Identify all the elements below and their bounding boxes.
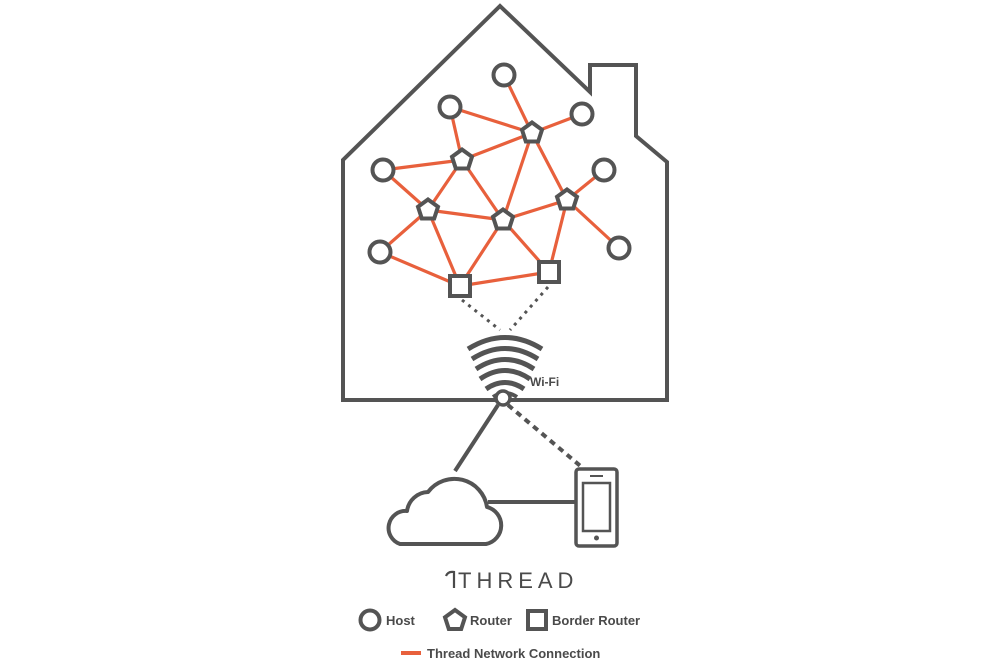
border-router-nodes xyxy=(448,260,561,298)
router-node xyxy=(554,187,580,211)
host-node xyxy=(591,157,617,183)
phone-dotted-link xyxy=(506,403,586,471)
legend-host-label: Host xyxy=(386,613,416,628)
access-point-node xyxy=(494,389,512,407)
router-node xyxy=(415,197,441,221)
host-node xyxy=(491,62,517,88)
wifi-dotted-links xyxy=(461,286,550,332)
legend: Host Router Border Router Thread Network… xyxy=(358,607,640,661)
router-nodes xyxy=(415,120,580,231)
legend-border-router-icon xyxy=(526,609,548,631)
host-node xyxy=(569,101,595,127)
host-node xyxy=(437,94,463,120)
thread-logo-mark xyxy=(444,570,456,588)
host-node xyxy=(367,239,393,265)
host-node xyxy=(606,235,632,261)
wifi-icon xyxy=(466,335,544,399)
wifi-label: Wi-Fi xyxy=(530,375,559,389)
router-node xyxy=(449,147,475,171)
thread-logo: THREAD xyxy=(444,568,578,593)
router-node xyxy=(519,120,545,144)
router-node xyxy=(490,207,516,231)
cloud-icon xyxy=(386,476,504,546)
brand-name: THREAD xyxy=(458,568,578,593)
smartphone-icon xyxy=(574,467,619,548)
legend-border-router-label: Border Router xyxy=(552,613,640,628)
border-router-node xyxy=(448,274,472,298)
legend-connection-label: Thread Network Connection xyxy=(427,646,600,661)
host-nodes xyxy=(367,62,632,265)
legend-host-icon xyxy=(358,608,382,632)
legend-router-label: Router xyxy=(470,613,512,628)
house-icon xyxy=(341,3,669,402)
host-node xyxy=(370,157,396,183)
cloud-link xyxy=(453,403,500,473)
border-router-node xyxy=(537,260,561,284)
legend-router-icon xyxy=(442,607,468,631)
